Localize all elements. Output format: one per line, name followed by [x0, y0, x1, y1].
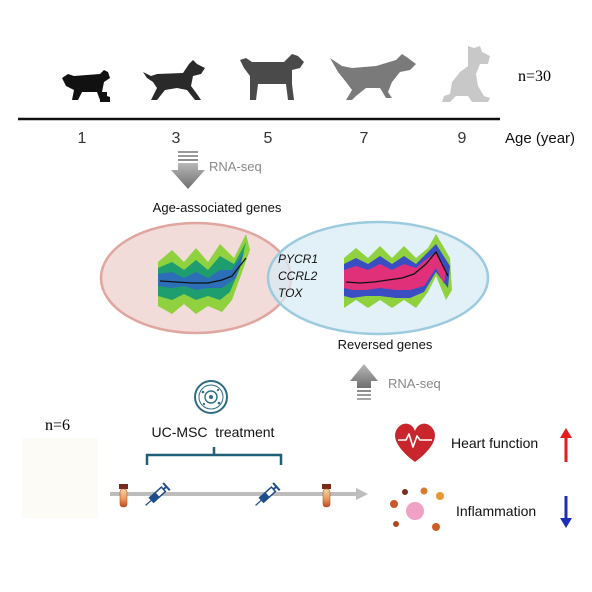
dog-age-1-icon	[62, 70, 110, 102]
age-tick-1: 1	[78, 130, 87, 147]
reversed-genes-title: Reversed genes	[338, 337, 433, 352]
outcome-heart-label: Heart function	[451, 435, 538, 451]
age-gene-trend-plot	[158, 234, 250, 314]
overlap-gene-list: PYCR1 CCRL2 TOX	[278, 252, 318, 300]
age-tick-3: 3	[172, 130, 181, 147]
inflammation-cells-icon	[390, 487, 444, 531]
stem-cell-icon	[194, 380, 228, 414]
rnaseq-label-top: RNA-seq	[209, 159, 262, 174]
timeline-arrowhead-icon	[356, 488, 368, 500]
dog-age-5-icon	[240, 54, 304, 100]
outcome-inflammation-label: Inflammation	[456, 503, 536, 519]
age-genes-title: Age-associated genes	[153, 200, 282, 215]
sample-size-bottom: n=6	[45, 417, 70, 434]
age-axis-ticks: 1 3 5 7 9	[78, 130, 467, 147]
syringe-icon-2	[255, 482, 281, 506]
blood-tube-icon	[119, 484, 128, 508]
syringe-icon	[145, 482, 171, 506]
gene-pycr1: PYCR1	[278, 252, 318, 266]
increase-arrow-icon	[560, 428, 572, 462]
rnaseq-label-bottom: RNA-seq	[388, 376, 441, 391]
rnaseq-down-arrow-icon	[171, 151, 205, 189]
sample-size-top: n=30	[518, 68, 551, 85]
treatment-label: UC-MSC treatment	[152, 424, 275, 440]
age-axis-label: Age (year)	[505, 130, 575, 147]
blood-tube-icon-2	[322, 484, 331, 508]
reversed-gene-trend-plot	[344, 234, 452, 308]
age-tick-7: 7	[360, 130, 369, 147]
rnaseq-up-arrow-icon	[350, 364, 378, 400]
decrease-arrow-icon	[560, 496, 572, 528]
dog-age-7-icon	[330, 54, 416, 100]
age-tick-9: 9	[458, 130, 467, 147]
dog-age-3-icon	[143, 60, 205, 100]
gene-tox: TOX	[278, 286, 303, 300]
heart-icon	[395, 423, 435, 462]
dog-placeholder-image	[22, 438, 98, 518]
age-tick-5: 5	[264, 130, 273, 147]
gene-ccrl2: CCRL2	[278, 269, 318, 283]
treatment-bracket	[145, 447, 283, 465]
dog-age-9-icon	[442, 46, 490, 102]
